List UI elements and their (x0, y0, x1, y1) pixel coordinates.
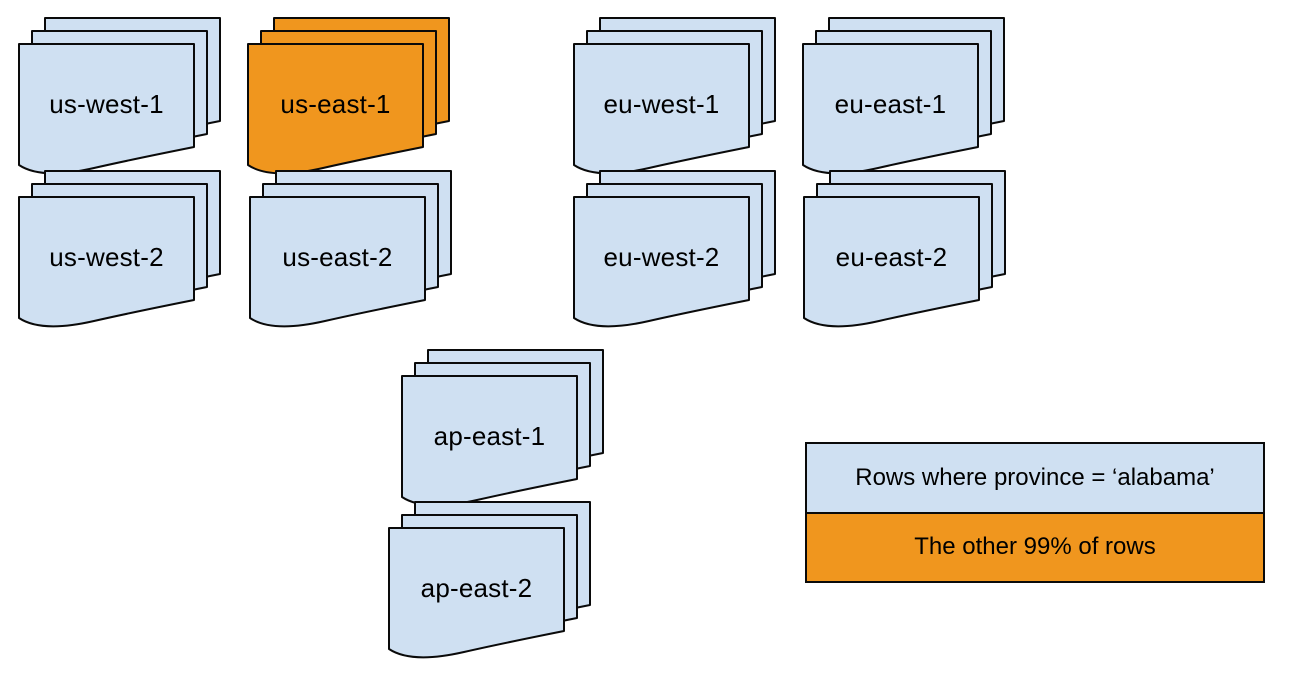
document-stack-icon (401, 349, 604, 507)
doc-stack-eu-east-1: eu-east-1 (801, 16, 1007, 180)
document-stack-icon (249, 170, 452, 328)
doc-stack-us-west-1: us-west-1 (17, 16, 223, 180)
doc-stack-us-west-2: us-west-2 (17, 169, 223, 333)
document-stack-icon (803, 170, 1006, 328)
document-stack-icon (247, 17, 450, 175)
legend-item-label: The other 99% of rows (914, 533, 1156, 561)
document-stack-icon (388, 501, 591, 659)
legend-item-label: Rows where province = ‘alabama’ (855, 463, 1215, 491)
legend-item-other-rows: The other 99% of rows (807, 511, 1263, 581)
doc-stack-eu-west-1: eu-west-1 (572, 16, 778, 180)
legend-item-alabama-rows: Rows where province = ‘alabama’ (807, 444, 1263, 512)
doc-stack-eu-east-2: eu-east-2 (802, 169, 1008, 333)
doc-stack-us-east-1: us-east-1 (246, 16, 452, 180)
legend: Rows where province = ‘alabama’ The other… (805, 442, 1265, 583)
document-stack-icon (18, 17, 221, 175)
doc-stack-ap-east-1: ap-east-1 (400, 348, 606, 512)
document-stack-icon (802, 17, 1005, 175)
doc-stack-eu-west-2: eu-west-2 (572, 169, 778, 333)
document-stack-icon (573, 170, 776, 328)
doc-stack-ap-east-2: ap-east-2 (387, 500, 593, 664)
document-stack-icon (573, 17, 776, 175)
doc-stack-us-east-2: us-east-2 (248, 169, 454, 333)
document-stack-icon (18, 170, 221, 328)
